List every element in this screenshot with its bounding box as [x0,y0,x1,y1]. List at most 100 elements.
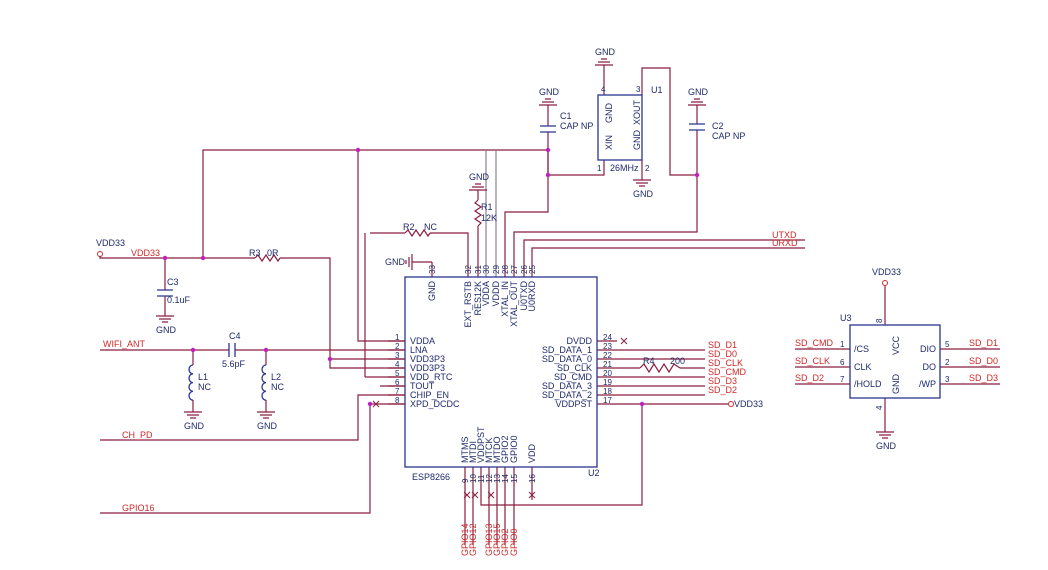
pin-name: VDD3P3 [410,363,445,373]
no-connect-icon [471,491,479,499]
pin-name: LNA [410,345,428,355]
pin-name: GPIO2 [500,435,510,463]
net-label: GPIO15 [492,523,502,556]
inductors [188,364,267,401]
c2-value: CAP NP [712,131,745,141]
pin-name: SD_DATA_2 [542,390,592,400]
c2-capacitor-icon [689,123,705,131]
pin-name: XPD_DCDC [410,399,460,409]
pin-name: MTDI [468,441,478,463]
pin-name: VDD_RTC [410,372,453,382]
u1-freq: 26MHz [610,163,639,173]
u3-flash-body [849,324,941,399]
r2-ref: R2 [403,222,415,232]
pin-number: 9 [461,478,470,483]
pin-number: 26 [520,265,529,274]
u1-ref: U1 [651,85,663,95]
ch-pd-net-label: CH_PD [122,430,153,440]
pin-number: 27 [510,265,519,274]
net-label: GPIO14 [460,523,470,556]
junction-dot [545,172,551,178]
ground-icon [469,183,487,191]
ground-label: GND [595,47,616,57]
pin-name: DIO [920,344,936,354]
ground-label: GND [184,421,205,431]
pin-number: 31 [474,265,483,274]
net-label: SD_CLK [708,358,743,368]
u1-xout-label: XOUT [632,99,642,125]
pin-name: CLK [854,362,872,372]
pin-name: MTDO [492,437,502,464]
r4-resistor-icon [639,362,681,374]
pin-name: GPIO0 [509,435,519,463]
resistors [254,199,681,374]
l1-ref: L1 [198,372,208,382]
net-label: GPIO0 [509,528,519,556]
u3-vdd33-port-icon [882,280,888,286]
pin-number: 5 [945,340,950,349]
pin-number: 19 [603,378,612,387]
pin-name: XTAL_IN [500,281,510,317]
pin-name: SD_CLK [557,363,592,373]
net-label: SD_D0 [969,356,998,366]
pin-number: 7 [840,375,845,384]
r3-value: 0R [267,248,279,258]
pin-number: 8 [395,396,400,405]
u2-esp8266-body [404,276,598,468]
ground-label: GND [876,441,897,451]
u1-gnd-label: GND [604,103,614,124]
vdd33-port-label: VDD33 [96,238,125,248]
junction-dot [694,172,700,178]
r4-value: 200 [670,356,685,366]
ground-label: GND [156,325,177,335]
vdd33-port-icon [97,251,103,257]
pin-name: U0RXD [527,281,537,312]
pin-number: 18 [603,387,612,396]
pin-name: VDDPST [476,426,486,463]
pin-number: 22 [603,351,612,360]
pin-number: 14 [501,474,510,483]
ground-label: GND [257,421,278,431]
net-label: SD_D1 [969,338,998,348]
capacitors [157,123,705,357]
junction-dot [327,356,333,362]
pin-name: SD_DATA_3 [542,381,592,391]
junction-dot [639,401,645,407]
net-label: SD_CMD [795,338,834,348]
no-connect-icon [463,491,471,499]
u1-pin4: 4 [601,85,606,94]
junction-dot [200,255,206,261]
pin-number: 2 [395,342,400,351]
junction-dot [263,347,269,353]
u1-pin2: 2 [645,164,650,173]
pin-name: EXT_RSTB [463,281,473,328]
pin-name: VDD3P3 [410,354,445,364]
c1-capacitor-icon [540,125,556,133]
c4-value: 5.6pF [222,359,246,369]
r1-ref: R1 [481,202,493,212]
c4-capacitor-icon [228,343,236,357]
pin-name: XTAL_OUT [509,280,519,326]
gpio16-net-label: GPIO16 [122,503,155,513]
u3-power-label: VDD33 [872,267,901,277]
ground-icon [688,98,706,106]
u3-gnd-pin: 4 [875,405,884,410]
no-connect-icon [620,337,628,345]
c1-ref: C1 [560,111,572,121]
u3-ref: U3 [840,313,852,323]
pin-name: MTMS [460,437,470,464]
pin-number: 32 [464,265,473,274]
pin-number: 20 [603,369,612,378]
junction-dot [355,147,361,153]
ground-icon [876,431,894,439]
u3-vcc-label: VCC [891,335,901,355]
pin-name: /WP [919,379,936,389]
pin-name: SD_DATA_1 [542,345,592,355]
vdd33-net-label: VDD33 [131,248,160,258]
ground-icon [257,411,275,419]
ground-label: GND [633,189,654,199]
net-label: SD_CLK [795,356,830,366]
pin-number: 16 [528,474,537,483]
